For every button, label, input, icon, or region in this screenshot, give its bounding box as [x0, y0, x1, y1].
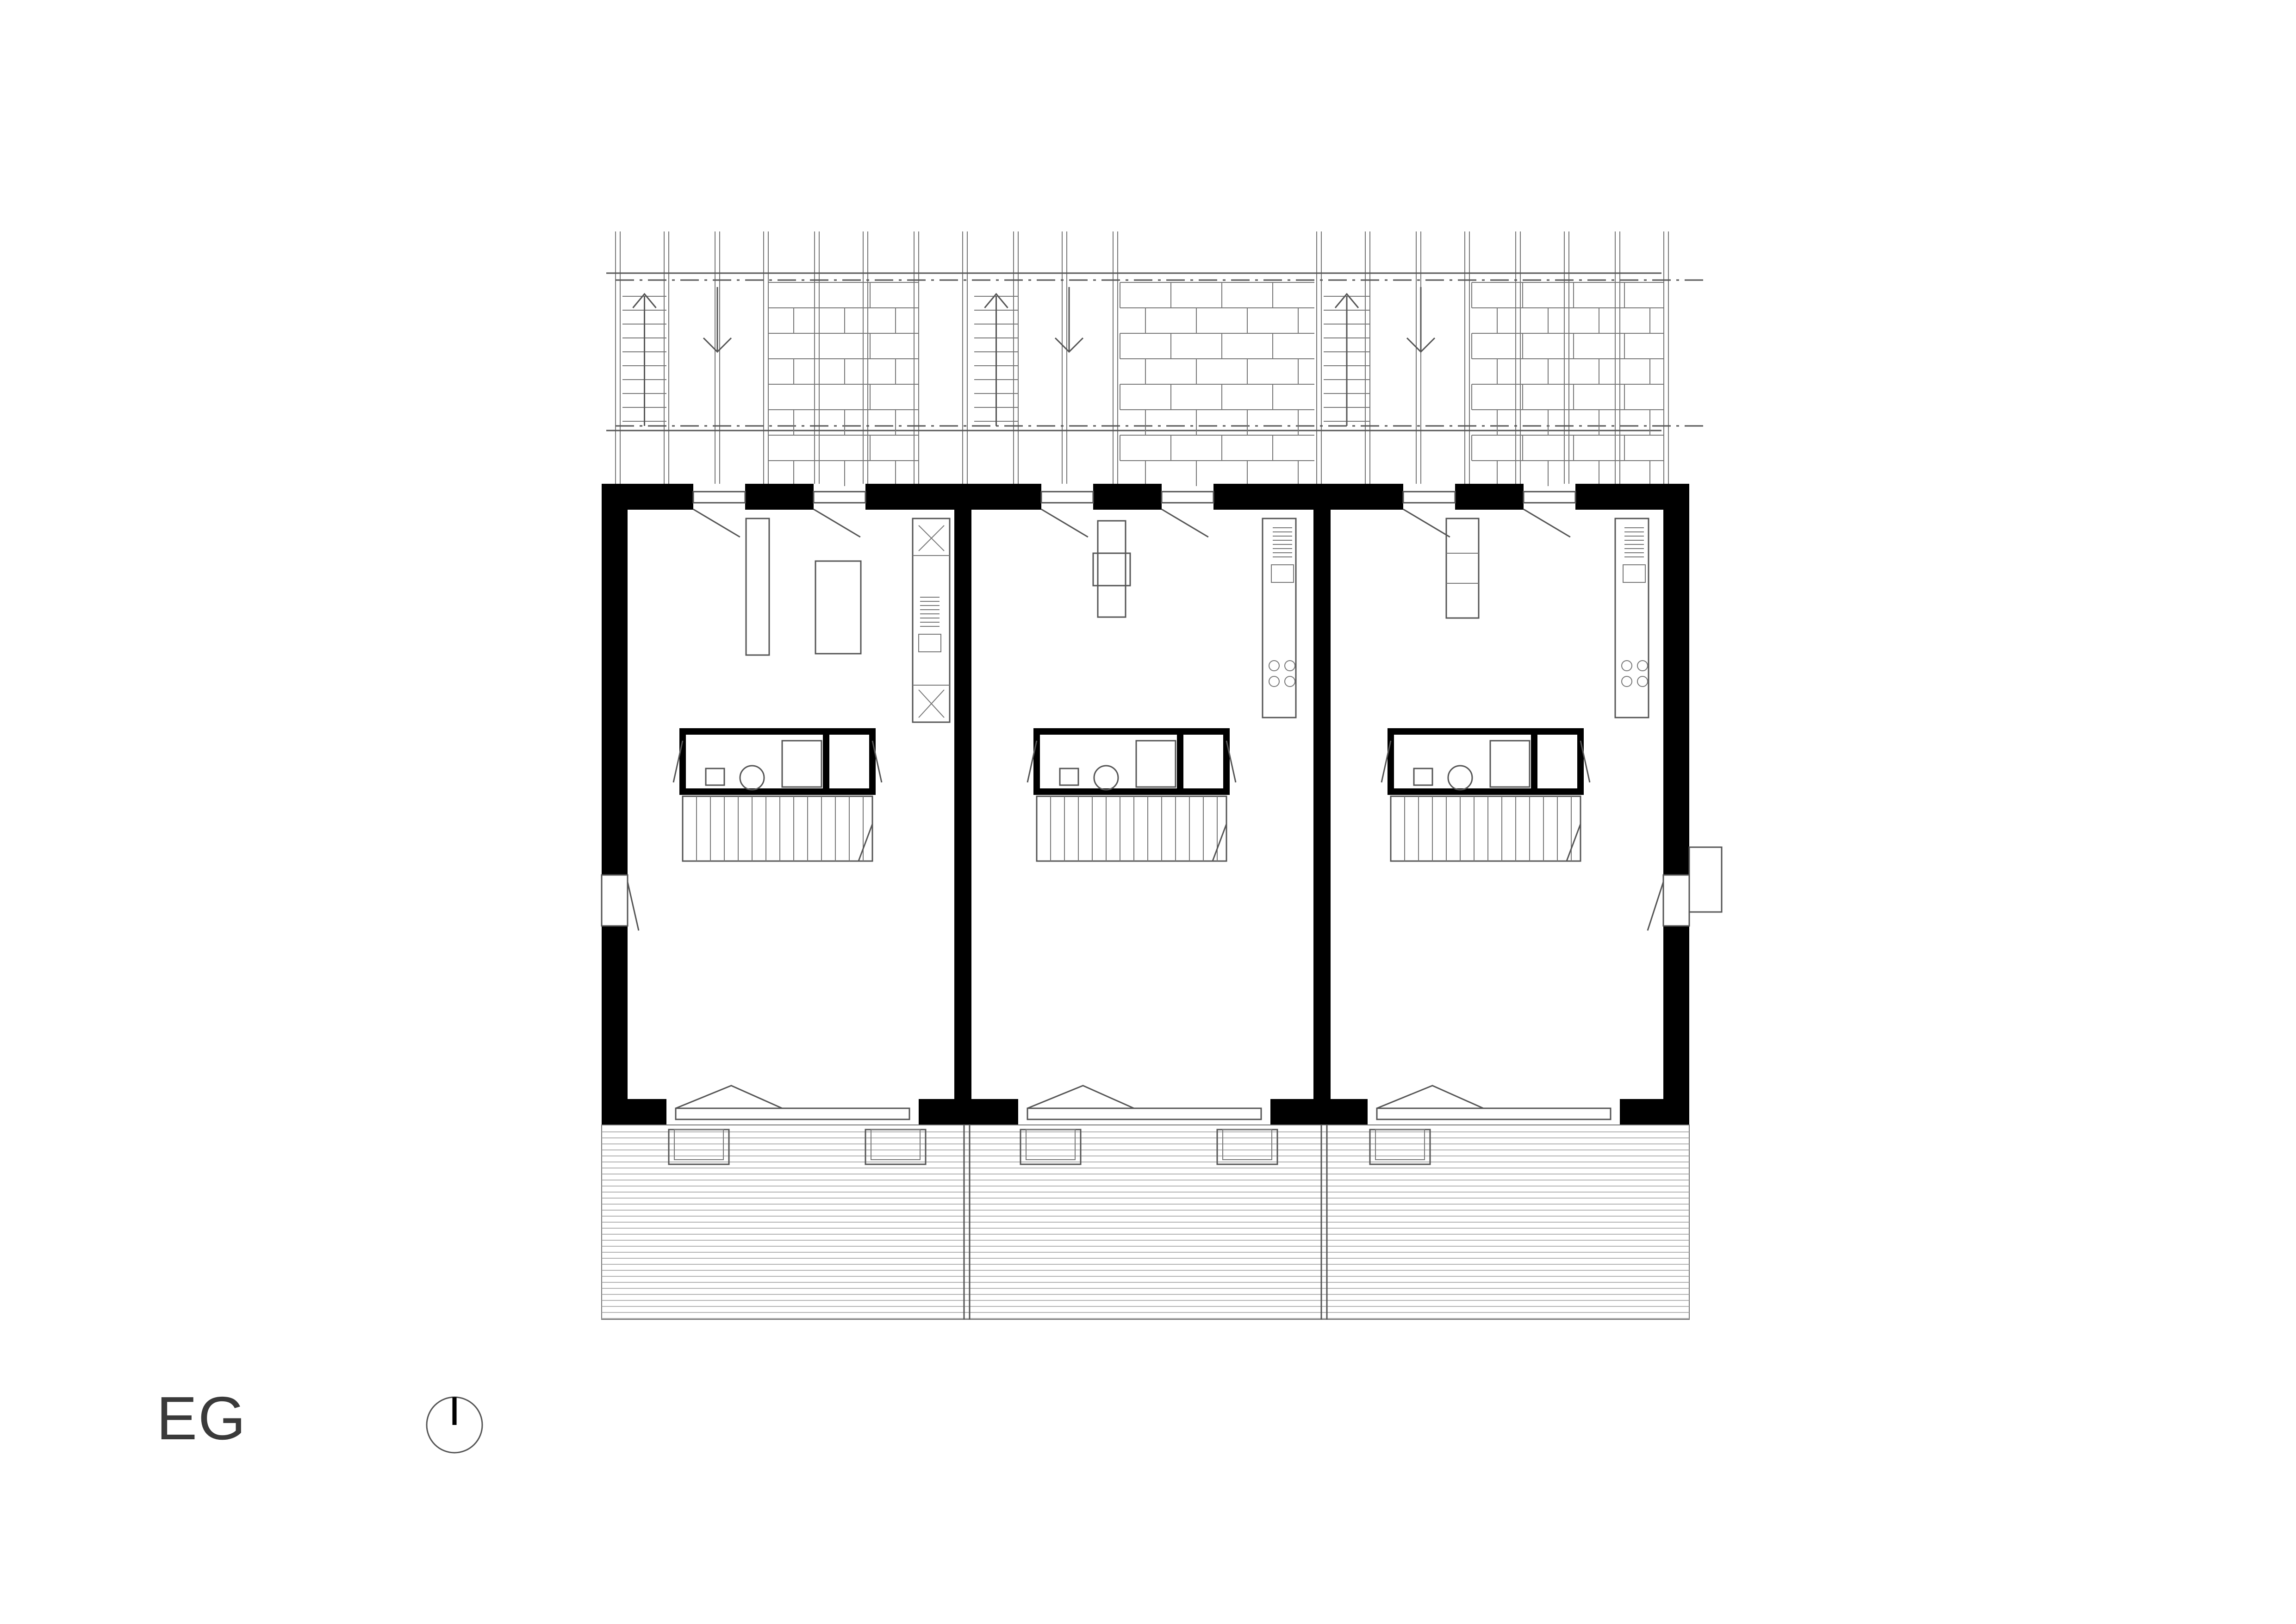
hob-ring — [1621, 676, 1632, 687]
cooktops — [918, 527, 1648, 687]
external-stairs — [622, 287, 1436, 426]
door-swing — [1027, 740, 1038, 783]
facade-windows — [627, 491, 1664, 1120]
deck-step — [865, 1129, 927, 1165]
furniture — [745, 518, 1649, 723]
stair-arrow — [1054, 337, 1084, 353]
door-swing — [871, 740, 883, 783]
deck-step — [871, 1129, 921, 1160]
lower-terrace — [601, 1124, 1690, 1320]
terrace-posts — [615, 231, 1669, 484]
hob-ring — [1637, 676, 1648, 687]
window-swing — [1523, 508, 1571, 538]
interior-cores — [672, 728, 1591, 862]
sink — [1059, 768, 1079, 786]
deck-step — [1020, 1129, 1082, 1165]
north-arrow-icon — [426, 1396, 483, 1454]
deck-step — [1026, 1129, 1076, 1160]
window — [813, 491, 866, 504]
toilet — [1093, 765, 1119, 791]
door-swing — [1580, 740, 1591, 783]
door-swing — [858, 824, 873, 862]
window — [1161, 491, 1214, 504]
staircase — [682, 795, 873, 862]
sink-basin — [1271, 564, 1294, 583]
deck-step — [1375, 1129, 1425, 1160]
stair-arrow — [1334, 293, 1359, 308]
terrace-door — [1027, 1107, 1262, 1120]
building-walls — [601, 484, 1723, 1125]
hob-ring — [1269, 676, 1280, 687]
deck-step — [668, 1129, 730, 1165]
paving-panels — [768, 282, 1664, 486]
shower — [781, 740, 822, 788]
floor-label: EG — [156, 1384, 247, 1452]
hob-ring — [1637, 660, 1648, 671]
sink-basin — [918, 634, 941, 652]
door-swing — [1381, 740, 1392, 783]
window — [1040, 491, 1094, 504]
window-swing — [693, 508, 740, 538]
upper-terrace — [606, 231, 1703, 486]
bathroom-core — [1388, 728, 1584, 795]
stair-arrow — [632, 293, 657, 308]
window-swing — [1647, 881, 1664, 931]
window-swing — [1041, 508, 1089, 538]
shower — [1135, 740, 1176, 788]
window-swing — [1161, 508, 1209, 538]
hob-ring — [1621, 660, 1632, 671]
toilet — [1447, 765, 1473, 791]
hob-ring — [1269, 660, 1280, 671]
deck-step — [674, 1129, 724, 1160]
door-swing — [672, 740, 684, 783]
window — [692, 491, 746, 504]
door-swing — [675, 1085, 783, 1109]
sink — [1413, 768, 1433, 786]
bathroom-core — [679, 728, 876, 795]
deck-step — [1216, 1129, 1278, 1165]
terrace-door — [675, 1107, 910, 1120]
stair-arrow — [703, 337, 732, 353]
window-swing — [627, 881, 640, 931]
shower — [1489, 740, 1531, 788]
stair-arrow — [984, 293, 1008, 308]
door-swing — [1027, 1085, 1134, 1109]
sink-basin — [1623, 564, 1646, 583]
deck-step — [1369, 1129, 1431, 1165]
bathroom-core — [1033, 728, 1230, 795]
terrace-door — [1376, 1107, 1612, 1120]
staircase — [1390, 795, 1581, 862]
deck-step — [1222, 1129, 1272, 1160]
toilet — [739, 765, 765, 791]
door-swing — [1566, 824, 1581, 862]
hob-ring — [1284, 660, 1295, 671]
window-swing — [1403, 508, 1450, 538]
hob-ring — [1284, 676, 1295, 687]
sink — [705, 768, 725, 786]
door-swing — [1212, 824, 1227, 862]
door-swing — [1376, 1085, 1484, 1109]
window — [1402, 491, 1456, 504]
door-swing — [1226, 740, 1237, 783]
window-swing — [813, 508, 861, 538]
stair-arrow — [1406, 337, 1436, 353]
window — [1523, 491, 1576, 504]
staircase — [1036, 795, 1227, 862]
